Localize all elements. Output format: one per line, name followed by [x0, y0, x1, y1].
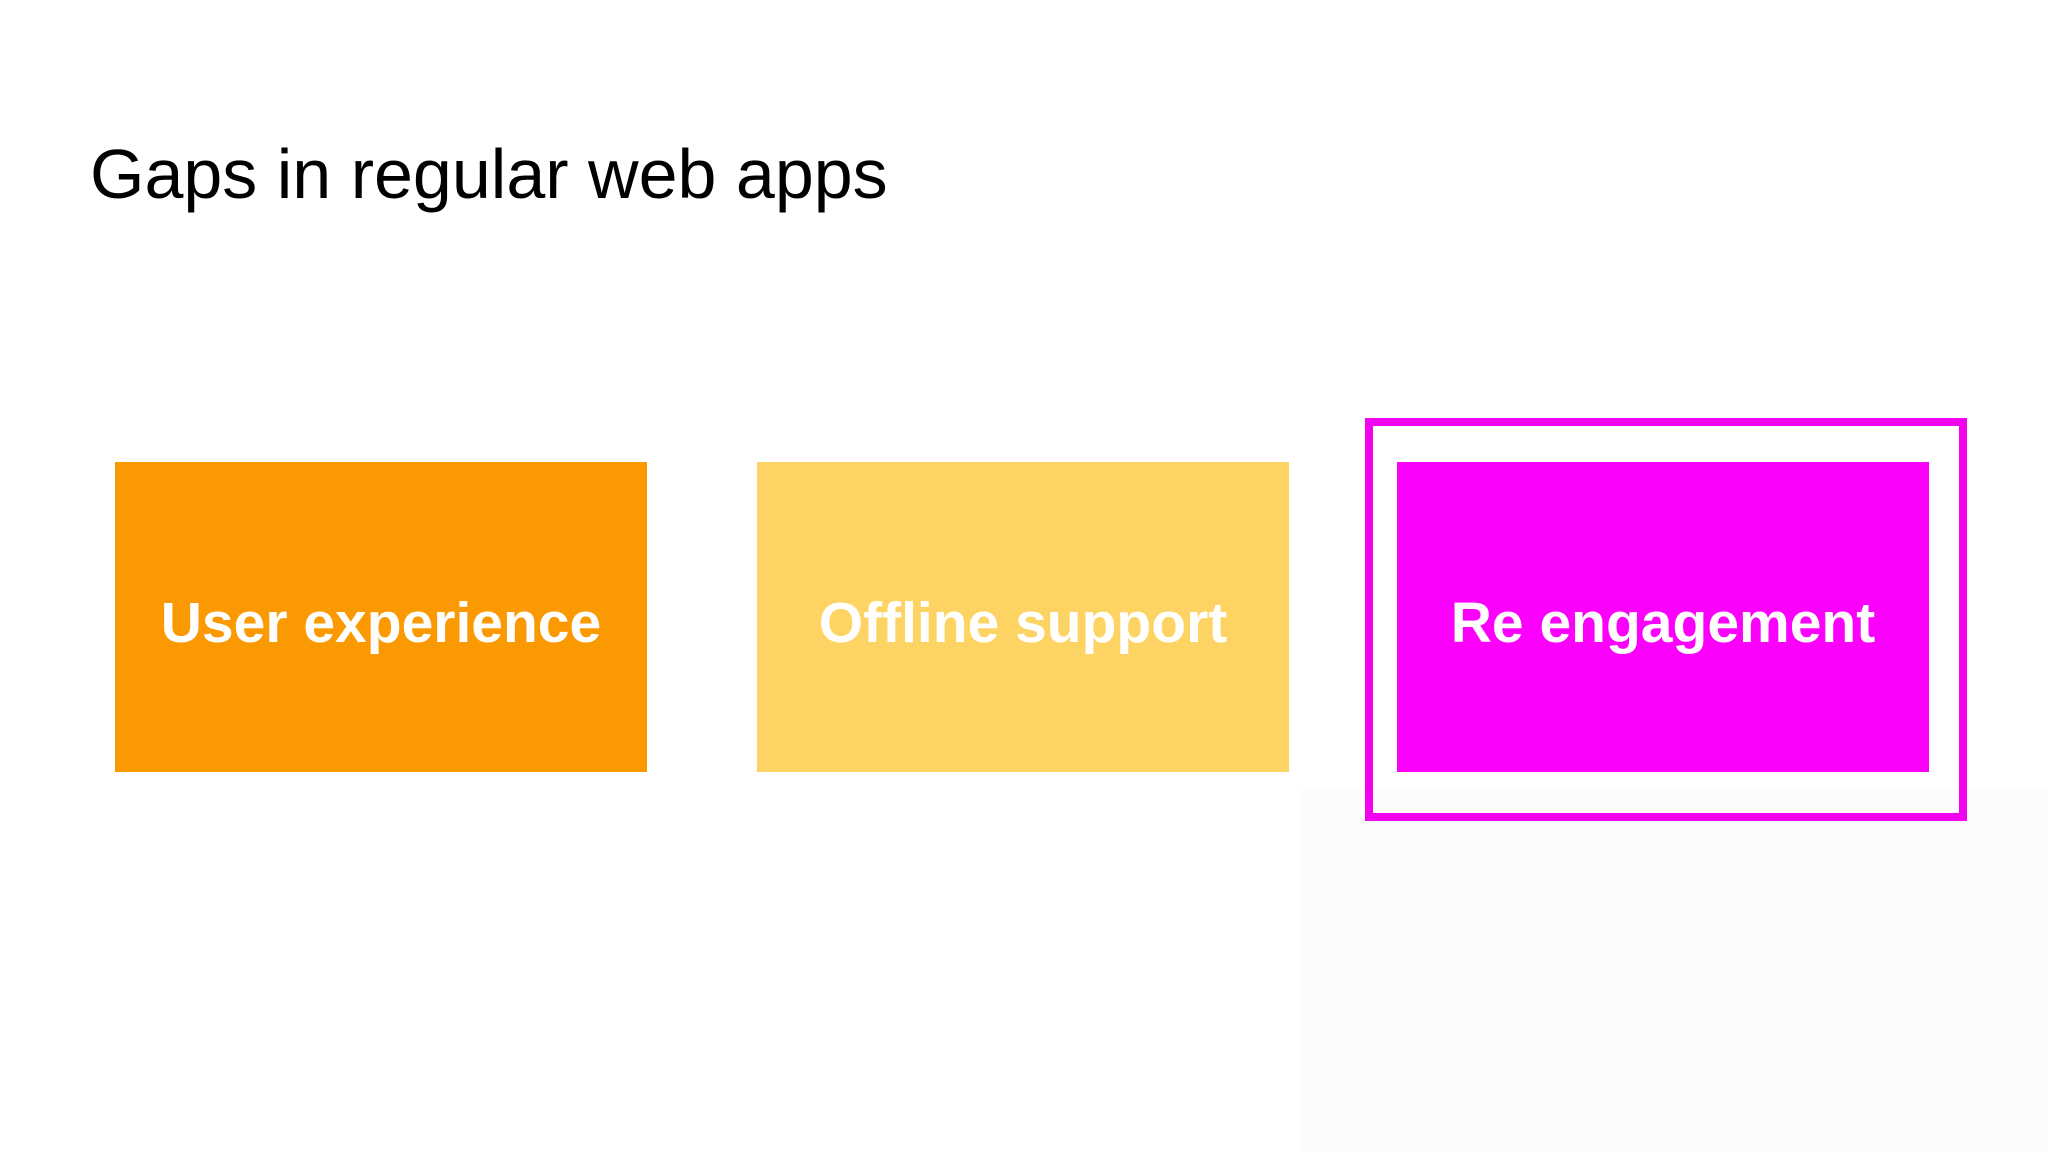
- box-user-experience-label: User experience: [160, 591, 602, 655]
- box-offline-support-label: Offline support: [818, 591, 1228, 655]
- slide-title: Gaps in regular web apps: [90, 135, 888, 213]
- background-shade: [1300, 790, 2048, 1152]
- box-re-engagement-label: Re engagement: [1450, 591, 1876, 655]
- box-offline-support[interactable]: Offline support: [757, 462, 1289, 772]
- box-re-engagement[interactable]: Re engagement: [1397, 462, 1929, 772]
- box-user-experience[interactable]: User experience: [115, 462, 647, 772]
